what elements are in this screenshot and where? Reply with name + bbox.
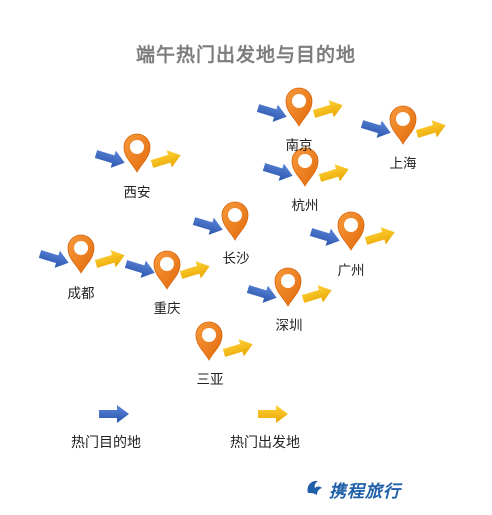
legend-origin-label: 热门出发地 [230, 435, 300, 451]
map-pin-icon-sanya [195, 321, 223, 361]
legend-destination-label: 热门目的地 [71, 435, 141, 451]
city-label-guangzhou: 广州 [337, 263, 365, 279]
orange-arrow-xian [149, 146, 184, 173]
city-label-shanghai: 上海 [389, 156, 417, 172]
blue-arrow-shenzhen [245, 280, 280, 307]
blue-arrow-hangzhou [261, 158, 296, 185]
orange-arrow-sanya [221, 335, 256, 362]
orange-arrow-nanjing [311, 96, 346, 123]
map-pin-icon-chengdu [67, 234, 95, 274]
city-label-nanjing: 南京 [285, 138, 313, 154]
city-label-xian: 西安 [123, 185, 151, 201]
city-label-chongqing: 重庆 [153, 301, 181, 317]
blue-arrow-nanjing [255, 99, 290, 126]
orange-arrow-chongqing [178, 257, 213, 284]
map-pin-icon-nanjing [285, 87, 313, 127]
blue-arrow-shanghai [359, 115, 394, 142]
blue-arrow-chongqing [123, 255, 158, 282]
blue-arrow-guangzhou [308, 223, 343, 250]
orange-arrow-guangzhou [363, 223, 398, 250]
map-pin-icon-chongqing [153, 250, 181, 290]
map-pin-icon-shanghai [389, 105, 417, 145]
map-pin-icon-xian [123, 133, 151, 173]
city-label-sanya: 三亚 [196, 372, 224, 388]
city-label-changsha: 长沙 [222, 251, 250, 267]
blue-arrow-changsha [191, 212, 226, 239]
orange-arrow-chengdu [93, 246, 128, 273]
map-pin-icon-shenzhen [274, 267, 302, 307]
ctrip-dolphin-icon [307, 480, 322, 495]
brand-logo: 携程旅行 [304, 477, 401, 502]
brand-name: 携程旅行 [329, 482, 401, 502]
map-pin-icon-guangzhou [337, 211, 365, 251]
city-label-hangzhou: 杭州 [291, 198, 319, 214]
city-label-shenzhen: 深圳 [275, 318, 303, 334]
city-label-chengdu: 成都 [67, 286, 95, 302]
blue-arrow-xian [93, 145, 128, 172]
legend-orange-arrow-icon [258, 405, 288, 423]
orange-arrow-shenzhen [300, 281, 335, 308]
blue-arrow-chengdu [37, 245, 72, 272]
page-title: 端午热门出发地与目的地 [135, 44, 356, 66]
map-pin-icon-changsha [221, 201, 249, 241]
orange-arrow-shanghai [414, 116, 449, 143]
orange-arrow-hangzhou [317, 160, 352, 187]
legend-blue-arrow-icon [99, 405, 129, 423]
